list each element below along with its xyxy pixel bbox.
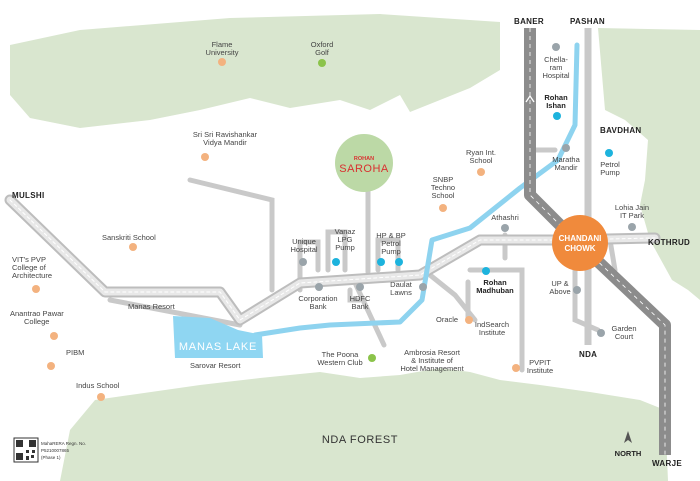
landmark-dots	[32, 43, 636, 401]
main-road-mulshi-kothrud	[4, 194, 661, 326]
dot-pvpit[interactable]	[512, 364, 520, 372]
north-arrow-icon	[624, 431, 632, 443]
label-pibm: PIBM	[66, 348, 84, 357]
dot-indus[interactable]	[97, 393, 105, 401]
dot-anantrao[interactable]	[50, 332, 58, 340]
north-green-area	[10, 14, 500, 128]
dot-athashri[interactable]	[501, 224, 509, 232]
dot-up-above[interactable]	[573, 286, 581, 294]
area-warje: WARJE	[652, 459, 682, 468]
dot-chellaram[interactable]	[552, 43, 560, 51]
dot-oxford[interactable]	[318, 59, 326, 67]
nda-forest-label: NDA FOREST	[322, 434, 398, 446]
bangalore-arrow-icon	[675, 313, 685, 322]
dot-corporation[interactable]	[315, 283, 323, 291]
manas-lake	[173, 316, 263, 358]
dot-unique[interactable]	[299, 258, 307, 266]
label-manas-resort: Manas Resort	[128, 302, 176, 311]
qr-code-icon	[13, 437, 39, 463]
hub-line1: CHANDANI	[559, 234, 602, 243]
dot-oracle[interactable]	[465, 316, 473, 324]
chandani-chowk-marker[interactable]	[552, 215, 608, 271]
rera-text: MahaRERA Regn. No.P5210007865(Phase 1)	[41, 441, 86, 460]
label-sanskriti: Sanskriti School	[102, 233, 156, 242]
bangalore-highway-label: BANGALORE	[678, 400, 687, 457]
dot-vit[interactable]	[32, 285, 40, 293]
label-up-above: UP &Above	[549, 279, 570, 296]
dot-lohia[interactable]	[628, 223, 636, 231]
dot-ryan[interactable]	[477, 168, 485, 176]
dot-hdfc[interactable]	[356, 283, 364, 291]
dot-sri-sri[interactable]	[201, 153, 209, 161]
hub-line2: CHOWK	[564, 244, 595, 253]
label-athashri: Athashri	[491, 213, 519, 222]
nda-forest-area	[60, 368, 668, 481]
dot-snbp[interactable]	[439, 204, 447, 212]
dot-hp[interactable]	[377, 258, 385, 266]
mumbai-highway-label: MUMBAI	[514, 119, 523, 155]
dot-pibm[interactable]	[47, 362, 55, 370]
east-green-area	[598, 28, 700, 300]
dot-garden[interactable]	[597, 329, 605, 337]
manas-lake-label: MANAS LAKE	[179, 341, 257, 353]
dot-daulat[interactable]	[419, 283, 427, 291]
dot-vanaz[interactable]	[332, 258, 340, 266]
project-brand: ROHAN	[354, 156, 374, 162]
label-oracle: Oracle	[436, 315, 458, 324]
dot-sanskriti[interactable]	[129, 243, 137, 251]
mumbai-arrow-icon	[525, 94, 535, 103]
dot-petrol[interactable]	[605, 149, 613, 157]
dot-ishan[interactable]	[553, 112, 561, 120]
label-ryan: Ryan Int.School	[466, 148, 496, 165]
area-baner: BANER	[514, 17, 544, 26]
label-indus: Indus School	[76, 381, 120, 390]
area-mulshi: MULSHI	[12, 191, 44, 200]
project-name: SAROHA	[339, 163, 389, 175]
area-pashan: PASHAN	[570, 17, 605, 26]
dot-bp[interactable]	[395, 258, 403, 266]
dot-flame[interactable]	[218, 58, 226, 66]
dot-madhuban[interactable]	[482, 267, 490, 275]
area-kothrud: KOTHRUD	[648, 238, 690, 247]
dot-maratha[interactable]	[562, 144, 570, 152]
rohan-saroha-marker[interactable]	[335, 134, 393, 192]
area-nda: NDA	[579, 350, 597, 359]
dot-poona[interactable]	[368, 354, 376, 362]
area-bavdhan: BAVDHAN	[600, 126, 642, 135]
compass-label: NORTH	[615, 449, 642, 458]
label-sarovar: Sarovar Resort	[190, 361, 241, 370]
